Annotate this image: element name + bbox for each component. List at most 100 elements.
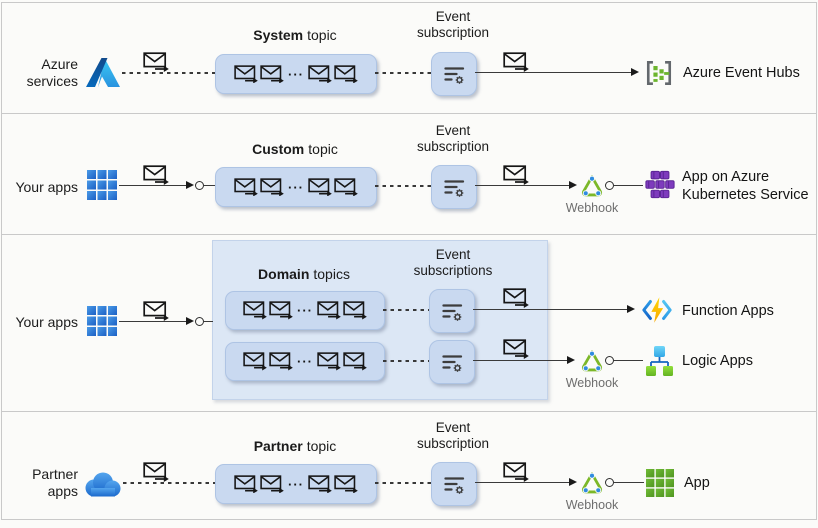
message-envelope-icon	[260, 65, 284, 84]
kubernetes-icon	[644, 170, 676, 200]
connector-line	[475, 482, 570, 483]
target-label-logic-apps: Logic Apps	[682, 353, 753, 369]
system-topic-box: ···	[215, 54, 377, 94]
source-label-azure-services: Azure services	[26, 56, 78, 89]
connection-point	[195, 181, 204, 190]
event-hubs-icon	[645, 59, 673, 87]
message-envelope-icon	[234, 65, 258, 84]
connector-line	[473, 309, 628, 310]
message-envelope-icon	[308, 65, 332, 84]
webhook-icon	[578, 469, 606, 497]
ellipsis: ···	[288, 476, 304, 492]
connection-point	[605, 181, 614, 190]
message-envelope-icon	[260, 475, 284, 494]
topic-label-bold: System	[253, 27, 304, 43]
target-label-aks: App on Azure Kubernetes Service	[682, 169, 809, 203]
topic-label-bold: Domain	[258, 266, 310, 282]
diagram-frame	[1, 2, 817, 520]
connection-point	[605, 356, 614, 365]
message-envelope-icon	[243, 352, 267, 371]
app-grid-icon	[646, 469, 674, 497]
message-envelope-icon	[503, 339, 529, 359]
message-envelope-icon	[334, 475, 358, 494]
connector-line	[475, 72, 632, 73]
partner-topic-box: ···	[215, 464, 377, 504]
source-label-partner-apps: Partner apps	[32, 466, 78, 499]
event-subscription-label: Event subscription	[416, 9, 490, 40]
row-divider	[1, 411, 817, 412]
arrowhead	[186, 181, 194, 189]
message-envelope-icon	[503, 52, 529, 72]
message-envelope-icon	[334, 178, 358, 197]
connector-line	[119, 321, 187, 322]
target-label-event-hubs: Azure Event Hubs	[683, 65, 800, 81]
message-envelope-icon	[234, 178, 258, 197]
event-subscription-filter-icon	[437, 347, 467, 377]
webhook-label: Webhook	[565, 498, 619, 512]
event-subscription-filter-icon	[439, 172, 469, 202]
topic-label-rest: topic	[307, 27, 337, 43]
message-envelope-icon	[334, 65, 358, 84]
topic-label-rest: topic	[306, 438, 337, 454]
message-envelope-icon	[234, 475, 258, 494]
connector-dashed-line	[122, 72, 215, 74]
topic-label-bold: Custom	[252, 141, 305, 157]
message-envelope-icon	[269, 352, 293, 371]
message-envelope-icon	[503, 288, 529, 308]
message-envelope-icon	[308, 475, 332, 494]
connector-dashed-line	[375, 72, 431, 74]
arrowhead	[627, 305, 635, 313]
target-label-app: App	[684, 475, 710, 491]
custom-topic-box: ···	[215, 167, 377, 207]
arrowhead	[631, 68, 639, 76]
apps-grid-icon	[87, 306, 117, 336]
connector-line	[614, 482, 644, 483]
ellipsis: ···	[297, 354, 313, 369]
ellipsis: ···	[288, 66, 304, 82]
message-envelope-icon	[143, 462, 169, 482]
message-envelope-icon	[269, 301, 293, 320]
message-envelope-icon	[260, 178, 284, 197]
event-subscription-filter-icon	[437, 296, 467, 326]
connector-line	[119, 185, 187, 186]
event-subscription-box	[431, 52, 477, 96]
webhook-label: Webhook	[565, 201, 619, 215]
event-subscription-box	[429, 289, 475, 333]
topic-label-rest: topic	[308, 141, 338, 157]
connector-line	[204, 185, 215, 186]
connection-point	[605, 478, 614, 487]
event-subscriptions-label: Event subscriptions	[413, 247, 493, 278]
connector-line	[473, 360, 568, 361]
connection-point	[195, 317, 204, 326]
connector-line	[475, 185, 570, 186]
function-apps-icon	[641, 295, 673, 325]
message-envelope-icon	[343, 301, 367, 320]
arrowhead	[567, 356, 575, 364]
message-envelope-icon	[317, 352, 341, 371]
cloud-icon	[83, 469, 121, 497]
row-divider	[1, 113, 817, 114]
message-envelope-icon	[343, 352, 367, 371]
message-envelope-icon	[503, 165, 529, 185]
message-envelope-icon	[243, 301, 267, 320]
message-envelope-icon	[317, 301, 341, 320]
topic-label-bold: Partner	[253, 438, 303, 454]
connector-dashed-line	[375, 185, 431, 187]
domain-topic-box-2: ···	[225, 342, 385, 381]
arrowhead	[186, 317, 194, 325]
ellipsis: ···	[297, 303, 313, 318]
webhook-label: Webhook	[565, 376, 619, 390]
event-subscription-box	[431, 462, 477, 506]
message-envelope-icon	[308, 178, 332, 197]
arrowhead	[569, 181, 577, 189]
event-subscription-filter-icon	[439, 469, 469, 499]
connector-line	[204, 321, 213, 322]
connector-dashed-line	[375, 482, 431, 484]
event-subscription-label: Event subscription	[416, 420, 490, 451]
event-subscription-box	[431, 165, 477, 209]
connector-dashed-line	[123, 482, 215, 484]
message-envelope-icon	[143, 301, 169, 321]
event-subscription-label: Event subscription	[416, 123, 490, 154]
